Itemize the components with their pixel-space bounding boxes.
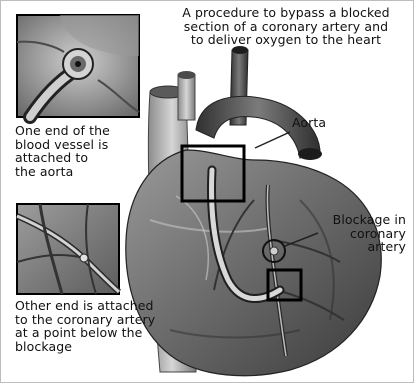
- inset-coronary-attachment: [17, 204, 119, 294]
- coronary-attachment-caption: Other end is attached to the coronary ar…: [15, 299, 155, 353]
- aorta-pointer-line: [255, 132, 290, 148]
- aortic-arch: [178, 46, 323, 160]
- heart: [126, 150, 381, 376]
- inset-aorta-attachment: [17, 15, 139, 117]
- diagram-title: A procedure to bypass a blocked section …: [168, 6, 404, 47]
- aorta-attachment-caption: One end of the blood vessel is attached …: [15, 124, 110, 178]
- aorta-label: Aorta: [292, 116, 326, 130]
- blockage-label: Blockage in coronary artery: [318, 213, 406, 254]
